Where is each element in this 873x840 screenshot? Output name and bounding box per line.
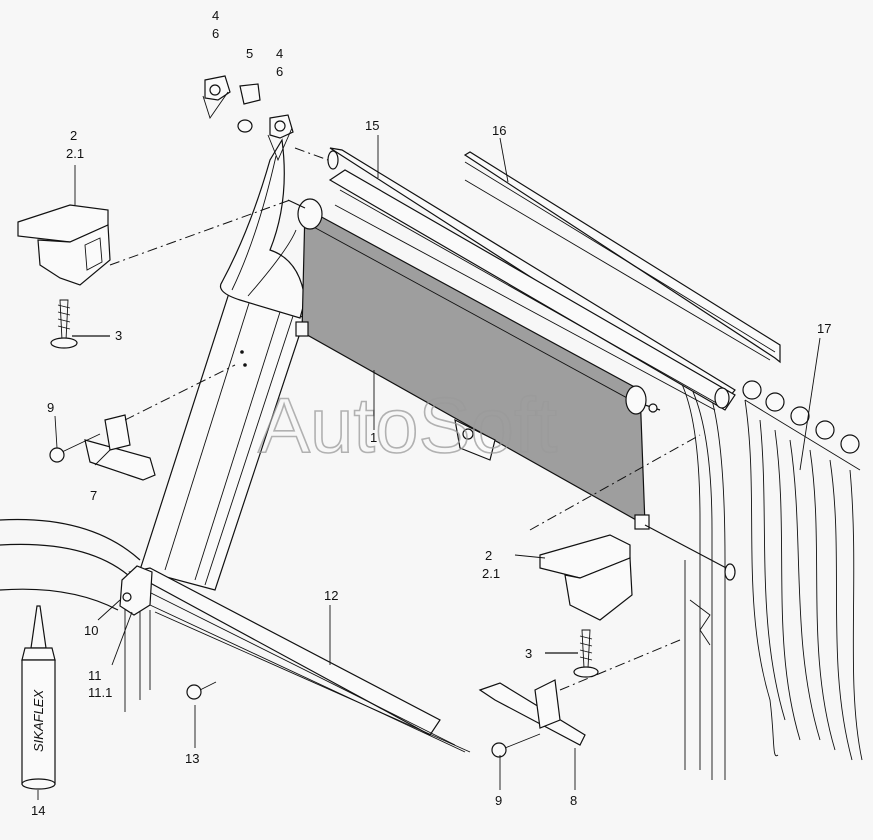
callout-3a: 3 xyxy=(115,328,122,343)
bracket-upper xyxy=(17,199,291,286)
callout-10: 10 xyxy=(84,623,98,638)
lower-rail xyxy=(119,565,471,753)
callout-2a: 2 xyxy=(70,128,77,143)
callout-8: 8 xyxy=(570,793,577,808)
guide-track xyxy=(463,151,781,364)
pillar-trim xyxy=(139,138,306,591)
clip-left xyxy=(49,364,236,481)
curtain xyxy=(742,380,863,761)
sealant-label: SIKAFLEX xyxy=(31,689,46,752)
watermark: AutoSoft xyxy=(258,381,558,469)
callout-15: 15 xyxy=(365,118,379,133)
callout-1: 1 xyxy=(370,430,377,445)
callout-14: 14 xyxy=(31,803,45,818)
screw-upper xyxy=(50,299,110,349)
callout-6b: 6 xyxy=(276,64,283,79)
clips-top xyxy=(202,75,329,162)
callout-13: 13 xyxy=(185,751,199,766)
callout-2-1a: 2.1 xyxy=(66,146,84,161)
bracket-lower xyxy=(529,434,701,621)
leader-lines xyxy=(37,135,821,800)
right-pillar xyxy=(679,379,726,780)
callout-4a: 4 xyxy=(212,8,219,23)
callout-6a: 6 xyxy=(212,26,219,41)
callout-16: 16 xyxy=(492,123,506,138)
callout-2-1b: 2.1 xyxy=(482,566,500,581)
upper-rail xyxy=(327,147,736,411)
sealant-tube: SIKAFLEX xyxy=(21,605,56,790)
curtain-hooks xyxy=(742,380,860,454)
windshield-frame xyxy=(0,518,151,712)
callout-3b: 3 xyxy=(525,646,532,661)
callout-12: 12 xyxy=(324,588,338,603)
callout-9b: 9 xyxy=(495,793,502,808)
callout-4b: 4 xyxy=(276,46,283,61)
callout-11-1: 11.1 xyxy=(88,685,112,700)
callout-5: 5 xyxy=(246,46,253,61)
callout-7: 7 xyxy=(90,488,97,503)
callout-9a: 9 xyxy=(47,400,54,415)
callout-11: 11 xyxy=(88,668,102,683)
screw-lower xyxy=(545,629,681,691)
screw-13 xyxy=(186,681,217,700)
roller-blind xyxy=(287,198,736,581)
callout-labels: 4 6 5 4 6 2 2.1 15 16 17 3 1 9 7 2 2.1 1… xyxy=(31,8,831,818)
clip-right xyxy=(478,679,586,758)
callout-2b: 2 xyxy=(485,548,492,563)
callout-17: 17 xyxy=(817,321,831,336)
